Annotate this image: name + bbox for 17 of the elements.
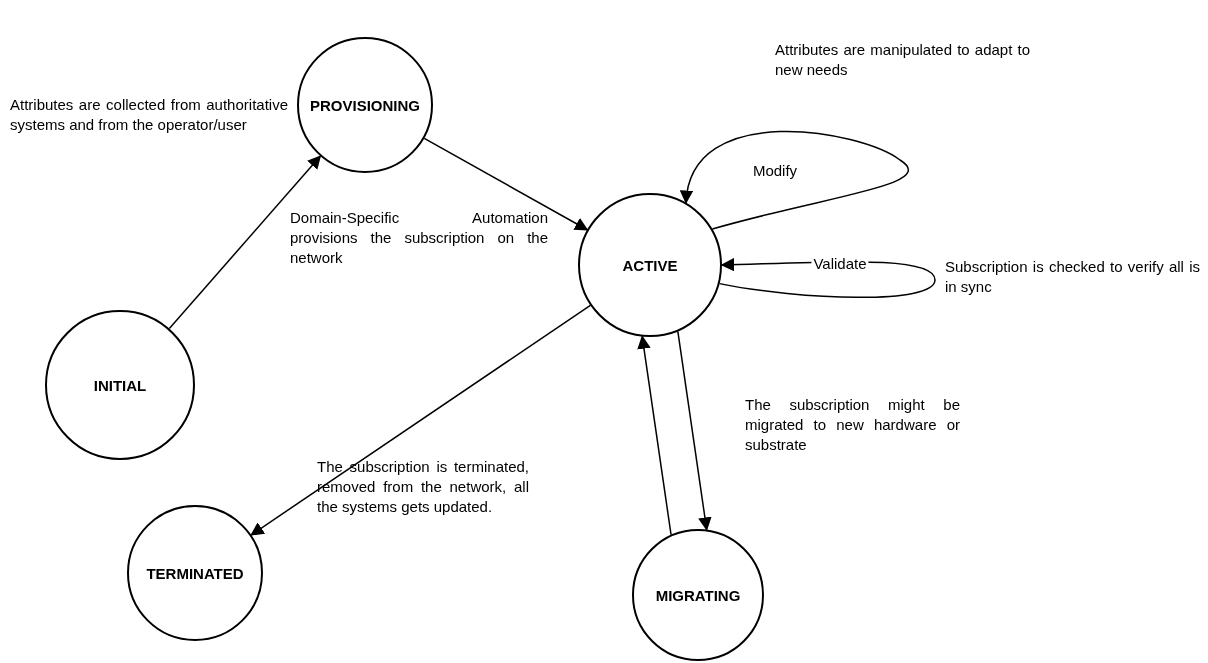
annotation-note: Attributes are collected from authoritative systems and from the operator/user (10, 95, 288, 135)
state-name: TERMINATED (146, 564, 244, 582)
arrow (168, 155, 322, 330)
arrow (681, 130, 909, 230)
state-name: ACTIVE (622, 256, 678, 274)
annotation-note: The subscription is terminated, removed from the network, all the systems gets updated. (317, 457, 529, 517)
annotation-note: Domain-Specific Automation provisions the subscription on the network (290, 208, 548, 268)
annotation-note: Attributes are manipulated to adapt to new needs (775, 40, 1030, 80)
state-name: INITIAL (93, 376, 147, 394)
arrow (250, 304, 592, 536)
state-name: MIGRATING (655, 586, 741, 604)
annotation-note: The subscription might be migrated to new hardware or substrate (745, 395, 960, 455)
arrow (423, 137, 589, 231)
state-name: PROVISIONING (310, 96, 420, 114)
arrow (637, 335, 672, 536)
annotation-note: Subscription is checked to verify all is in sync (945, 257, 1200, 297)
arrow (677, 330, 712, 531)
